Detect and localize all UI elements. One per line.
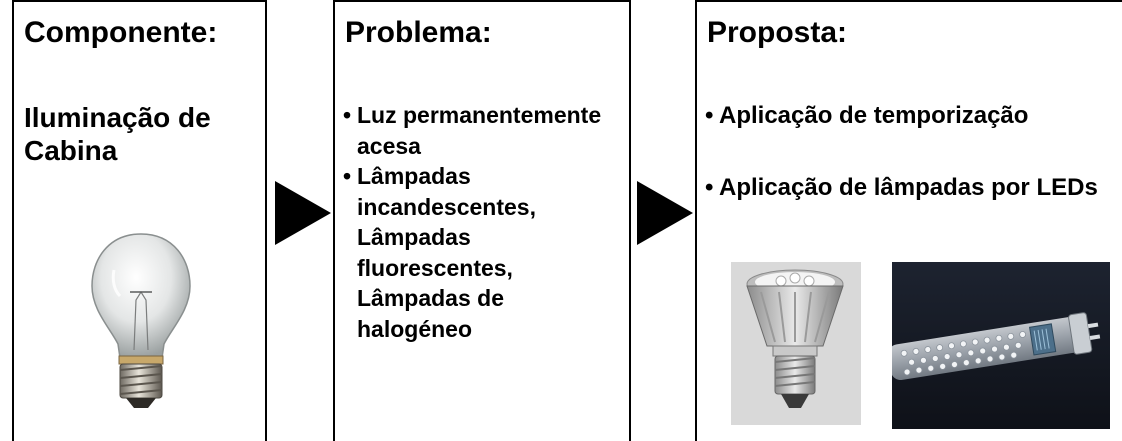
problem-list: Luz permanentemente acesa Lâmpadas incan… <box>343 100 628 344</box>
problem-box: Problema: Luz permanentemente acesa Lâmp… <box>333 0 631 441</box>
led-tube-image <box>892 262 1110 429</box>
proposal-list: Aplicação de temporização Aplicação de l… <box>705 100 1122 203</box>
problem-item-2-text: Lâmpadas incandescentes, Lâmpadas fluore… <box>357 163 536 342</box>
proposal-title: Proposta: <box>707 16 848 49</box>
proposal-item-2-text: Aplicação de lâmpadas por LEDs <box>719 174 1098 201</box>
proposal-item-1-text: Aplicação de temporização <box>719 102 1029 129</box>
problem-item-1: Luz permanentemente acesa <box>343 100 628 161</box>
incandescent-bulb-image <box>91 233 191 408</box>
arrow-right-icon <box>637 181 693 245</box>
component-name: Iluminação de Cabina <box>24 102 211 166</box>
problem-item-1-text: Luz permanentemente acesa <box>357 102 602 159</box>
problem-item-2: Lâmpadas incandescentes, Lâmpadas fluore… <box>343 161 628 344</box>
arrow-right-icon <box>275 181 331 245</box>
proposal-item-2: Aplicação de lâmpadas por LEDs <box>705 172 1122 203</box>
component-box: Componente: Iluminação de Cabina <box>12 0 267 441</box>
proposal-box: Proposta: Aplicação de temporização Apli… <box>695 0 1122 441</box>
problem-title: Problema: <box>345 16 492 49</box>
component-title: Componente: <box>24 16 218 49</box>
led-spotlight-image <box>731 262 861 425</box>
proposal-item-1: Aplicação de temporização <box>705 100 1122 131</box>
